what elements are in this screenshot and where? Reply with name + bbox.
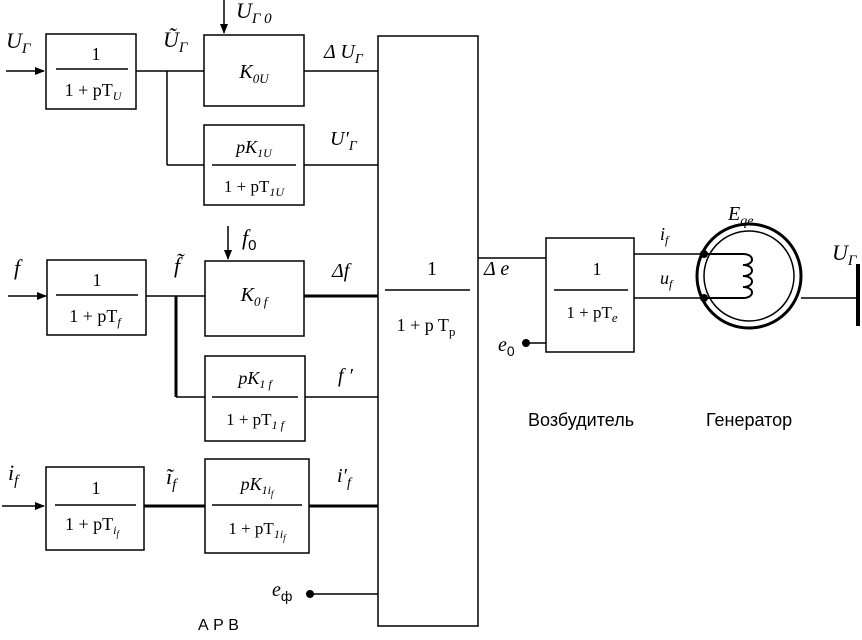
output-u-label: UГ — [832, 240, 858, 269]
f-ref-label: f0 — [242, 225, 256, 254]
delta-f-label: Δf — [331, 260, 352, 282]
u-prime-label: U′Г — [330, 128, 358, 154]
f-prime-label: f ′ — [338, 365, 354, 387]
uf-out-label: uf — [660, 268, 674, 291]
input-if-label: if — [8, 460, 20, 489]
input-f-label: f — [14, 255, 23, 280]
regulator-num: 1 — [427, 258, 437, 280]
filter-u-num: 1 — [92, 44, 101, 64]
field-winding-icon — [704, 253, 753, 299]
u-ref-label: UГ 0 — [236, 0, 272, 27]
deriv-if-block: pK1if 1 + pT1if — [204, 458, 310, 554]
arv-caption: А Р В — [198, 617, 239, 634]
input-u-label: UГ — [6, 28, 32, 57]
filter-if-block: 1 1 + pTif — [45, 466, 145, 551]
deriv-f-den: 1 + pT1 f — [226, 410, 285, 432]
exciter-block: 1 1 + pTe — [545, 237, 635, 353]
filter-f-den: 1 + pTf — [69, 306, 122, 329]
deriv-f-num: pK1 f — [236, 368, 273, 391]
deriv-u-num: pK1U — [234, 137, 273, 160]
generator-symbol — [695, 222, 803, 330]
exciter-num: 1 — [593, 259, 602, 279]
filter-u-den: 1 + pTU — [65, 80, 123, 103]
deriv-u-den: 1 + pT1U — [224, 177, 285, 199]
filter-f-num: 1 — [93, 270, 102, 290]
field-current-channel: if 1 1 + pTif ĩf pK1if 1 + pT1if i′f eф — [2, 458, 378, 604]
u-tilde-label: ŨГ — [163, 27, 189, 56]
regulator-den: 1 + p Tp — [397, 315, 456, 339]
if-out-label: if — [660, 224, 670, 247]
gain-k0u-text: K0U — [238, 61, 270, 86]
gain-k0u-block: K0U — [203, 34, 305, 107]
if-prime-label: i′f — [337, 465, 353, 491]
exciter-den: 1 + pTe — [566, 303, 617, 325]
delta-u-label: Δ UГ — [323, 41, 364, 67]
e0-label: e0 — [498, 334, 515, 359]
gain-k0f-block: K0 f — [204, 260, 305, 337]
e-phi-label: eф — [272, 579, 292, 604]
exciter-section: Δ e e0 1 1 + pTe Возбудитель — [478, 237, 635, 430]
deriv-if-den: 1 + pT1if — [228, 519, 287, 543]
frequency-channel: f 1 1 + pTf f̃ f0 K0 f pK1 f 1 + pT1 f Δ… — [8, 225, 378, 442]
filter-u-block: 1 1 + pTU — [45, 33, 137, 110]
generator-caption: Генератор — [706, 410, 792, 430]
deriv-if-num: pK1if — [239, 474, 275, 499]
filter-f-block: 1 1 + pTf — [46, 259, 147, 336]
voltage-channel: UГ 1 1 + pTU ŨГ UГ 0 K0U pK1U 1 + pT1U — [6, 0, 378, 206]
regulator-block: 1 1 + p Tp — [377, 35, 479, 627]
gain-k0f-text: K0 f — [240, 284, 270, 309]
filter-if-num: 1 — [92, 478, 101, 498]
filter-if-den: 1 + pTif — [65, 514, 121, 539]
f-tilde-label: f̃ — [174, 253, 185, 278]
deriv-u-block: pK1U 1 + pT1U — [203, 124, 305, 206]
deriv-f-block: pK1 f 1 + pT1 f — [204, 355, 306, 442]
delta-e-label: Δ e — [483, 258, 509, 280]
if-tilde-label: ĩf — [166, 464, 178, 493]
eqe-label: Eqe — [727, 203, 753, 229]
exciter-caption: Возбудитель — [528, 410, 634, 430]
generator-section: if uf Eqe UГ Генератор — [634, 203, 860, 430]
